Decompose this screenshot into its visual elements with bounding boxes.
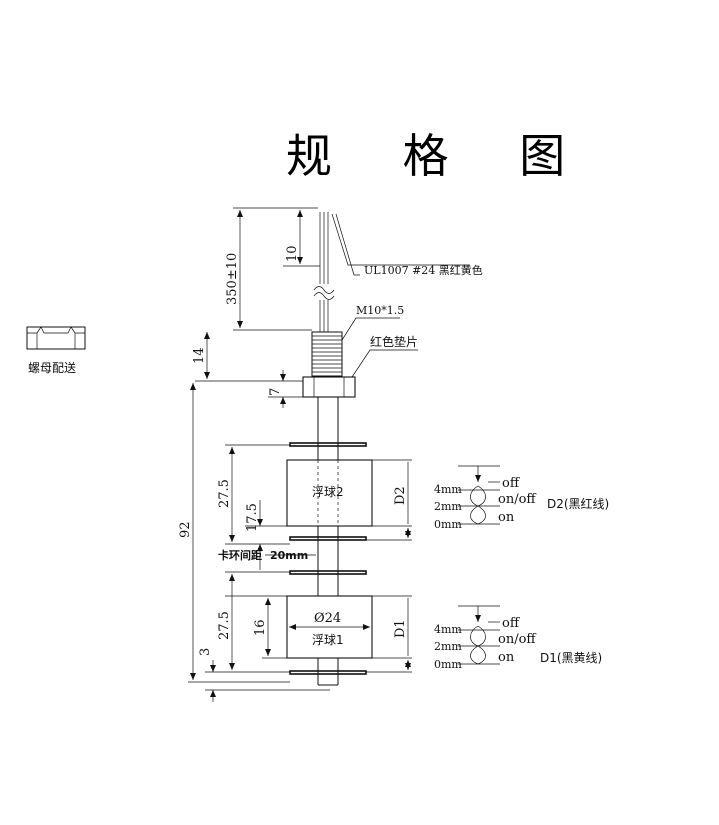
switch1-state-on: on [498,650,515,665]
switch1-level-0: 0mm [434,658,462,671]
switch2-state-onoff: on/off [498,492,537,507]
switch-diagram-2 [458,465,500,525]
dim-d1: D1 [393,619,408,638]
nut-icon [26,326,86,350]
switch2-state-on: on [498,510,515,525]
washer-label: 红色垫片 [370,334,418,349]
dim-float2-clip: 17.5 [245,503,260,532]
float-1-label: 浮球1 [312,633,344,647]
switch2-level-2: 2mm [434,500,462,513]
dim-cable-length: 350±10 [225,253,240,305]
switch2-state-off: off [502,476,521,491]
clip-spacing-label: 卡环间距 [218,548,262,562]
dim-nut-thickness: 7 [268,388,283,396]
switch1-state-onoff: on/off [498,632,537,647]
switch2-level-0: 0mm [434,518,462,531]
switch1-state-off: off [502,616,521,631]
lead-wires [313,212,335,332]
dim-float2-top: 27.5 [217,479,232,508]
page-title: 规 格 图 [286,129,593,183]
dim-bottom: 3 [198,648,213,656]
switch1-level-2: 2mm [434,640,462,653]
mount-nut [302,376,356,398]
wire-label: UL1007 #24 黑红黄色 [364,263,483,277]
dim-d2: D2 [393,486,408,505]
float-2 [286,459,373,527]
nut-caption: 螺母配送 [28,360,76,375]
switch1-level-4: 4mm [434,623,462,636]
retaining-clips [289,442,367,675]
thread-label: M10*1.5 [356,304,404,317]
float-2-label: 浮球2 [312,485,344,499]
switch-diagram-1 [458,605,500,665]
dim-strip-length: 10 [285,245,300,262]
dim-float1-top: 27.5 [217,611,232,640]
dim-thread-length: 14 [192,347,207,364]
diameter-label: Ø24 [314,611,341,626]
threaded-stem [311,331,343,377]
switch2-level-4: 4mm [434,483,462,496]
dim-float1-height: 16 [253,619,268,636]
dim-total-length: 92 [178,521,193,538]
switch2-wire: D2(黑红线) [547,496,609,511]
switch1-wire: D1(黑黄线) [540,651,602,665]
clip-spacing-value: 20mm [270,549,308,562]
